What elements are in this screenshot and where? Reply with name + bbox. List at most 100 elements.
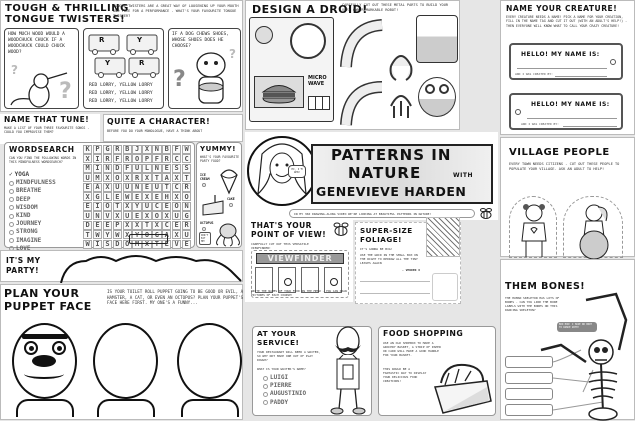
- yummy-option-octopus[interactable]: OCTOPUS: [200, 221, 214, 225]
- wordsearch-cell[interactable]: C: [172, 182, 182, 192]
- wordsearch-cell[interactable]: U: [122, 182, 132, 192]
- yummy-option-cake[interactable]: CAKE: [227, 197, 235, 201]
- waiter-option[interactable]: AUGUSTINIO: [263, 390, 306, 398]
- wordsearch-cell[interactable]: E: [162, 239, 172, 249]
- wordsearch-cell[interactable]: H: [162, 192, 172, 202]
- wordsearch-cell[interactable]: X: [83, 154, 93, 164]
- wordsearch-cell[interactable]: U: [181, 230, 192, 240]
- wordsearch-cell[interactable]: M: [132, 239, 142, 249]
- word-item[interactable]: DEEP: [9, 196, 56, 204]
- wordsearch-cell[interactable]: Y: [102, 230, 113, 240]
- foliage-drawing-line[interactable]: [360, 281, 430, 282]
- wordsearch-cell[interactable]: A: [162, 173, 172, 183]
- wordsearch-cell[interactable]: A: [92, 182, 103, 192]
- villager-cutout-1[interactable]: [509, 196, 557, 258]
- wordsearch-cell[interactable]: O: [132, 154, 142, 164]
- wordsearch-cell[interactable]: I: [92, 201, 103, 211]
- wordsearch-cell[interactable]: F: [122, 163, 132, 173]
- wordsearch-cell[interactable]: K: [83, 145, 93, 154]
- wordsearch-cell[interactable]: I: [92, 163, 103, 173]
- wordsearch-cell[interactable]: G: [92, 192, 103, 202]
- wordsearch-cell[interactable]: O: [172, 201, 182, 211]
- bone-label-box[interactable]: [505, 404, 553, 416]
- wordsearch-cell[interactable]: D: [112, 163, 122, 173]
- name-line[interactable]: [527, 118, 617, 119]
- wordsearch-cell[interactable]: R: [112, 145, 122, 154]
- wordsearch-cell[interactable]: E: [132, 192, 142, 202]
- viewfinder-cutout[interactable]: VIEWFINDER: [251, 250, 349, 298]
- wordsearch-cell[interactable]: Y: [132, 201, 142, 211]
- wordsearch-cell[interactable]: P: [142, 154, 152, 164]
- wordsearch-cell[interactable]: N: [132, 182, 142, 192]
- word-item[interactable]: MINDFULNESS: [9, 179, 56, 187]
- wordsearch-cell[interactable]: X: [152, 220, 162, 230]
- radio-icon[interactable]: [229, 203, 233, 207]
- word-item[interactable]: KIND: [9, 212, 56, 220]
- wordsearch-cell[interactable]: D: [112, 239, 122, 249]
- wordsearch-cell[interactable]: E: [112, 192, 122, 202]
- wordsearch-cell[interactable]: R: [162, 154, 172, 164]
- word-item[interactable]: IMAGINE: [9, 237, 56, 245]
- wordsearch-cell[interactable]: M: [92, 173, 103, 183]
- word-item[interactable]: STRONG: [9, 228, 56, 236]
- wordsearch-cell[interactable]: J: [132, 145, 142, 154]
- wordsearch-cell[interactable]: L: [102, 192, 113, 202]
- foliage-drawing-box[interactable]: [432, 273, 458, 301]
- wordsearch-cell[interactable]: R: [102, 154, 113, 164]
- wordsearch-cell[interactable]: S: [172, 163, 182, 173]
- wordsearch-cell[interactable]: D: [83, 220, 93, 230]
- wordsearch-cell[interactable]: E: [142, 182, 152, 192]
- wordsearch-cell[interactable]: P: [92, 145, 103, 154]
- wordsearch-cell[interactable]: L: [142, 163, 152, 173]
- name-line[interactable]: [517, 68, 607, 69]
- puppet-face-blank-2[interactable]: [177, 323, 242, 399]
- word-item-yoga[interactable]: ✓YOGA: [9, 171, 30, 178]
- wordsearch-cell[interactable]: X: [172, 230, 182, 240]
- wordsearch-cell[interactable]: X: [142, 211, 152, 221]
- wordsearch-cell[interactable]: V: [102, 211, 113, 221]
- puppet-face-blank-1[interactable]: [93, 323, 158, 399]
- wordsearch-cell[interactable]: E: [162, 201, 172, 211]
- wordsearch-cell[interactable]: T: [83, 230, 93, 240]
- word-item[interactable]: BREATHE: [9, 187, 56, 195]
- wordsearch-cell[interactable]: N: [152, 145, 162, 154]
- wordsearch-cell[interactable]: X: [172, 173, 182, 183]
- wordsearch-cell[interactable]: C: [152, 201, 162, 211]
- radio-icon[interactable]: [202, 227, 206, 231]
- word-item[interactable]: WISDOM: [9, 204, 56, 212]
- wordsearch-cell[interactable]: X: [122, 220, 132, 230]
- wordsearch-cell[interactable]: X: [142, 145, 152, 154]
- wordsearch-cell[interactable]: B: [122, 145, 132, 154]
- created-by-line[interactable]: [563, 126, 617, 127]
- bone-label-box[interactable]: [505, 388, 553, 400]
- wordsearch-cell[interactable]: I: [92, 239, 103, 249]
- wordsearch-cell[interactable]: O: [122, 239, 132, 249]
- word-item[interactable]: JOURNEY: [9, 220, 56, 228]
- wordsearch-cell[interactable]: E: [132, 211, 142, 221]
- created-by-line[interactable]: [555, 76, 607, 77]
- wordsearch-cell[interactable]: X: [122, 201, 132, 211]
- yummy-option-ice-cream[interactable]: ICE CREAM: [200, 173, 210, 182]
- wordsearch-cell[interactable]: T: [112, 201, 122, 211]
- radio-icon[interactable]: [202, 183, 206, 187]
- wordsearch-cell[interactable]: I: [92, 154, 103, 164]
- wordsearch-cell[interactable]: X: [112, 211, 122, 221]
- wordsearch-cell[interactable]: B: [162, 145, 172, 154]
- wordsearch-cell[interactable]: E: [83, 182, 93, 192]
- wordsearch-cell[interactable]: U: [122, 211, 132, 221]
- wordsearch-cell[interactable]: T: [181, 173, 192, 183]
- wordsearch-cell[interactable]: S: [181, 163, 192, 173]
- wordsearch-cell[interactable]: N: [152, 163, 162, 173]
- waiter-option[interactable]: PADDY: [263, 399, 306, 407]
- wordsearch-cell[interactable]: O: [181, 192, 192, 202]
- wordsearch-cell[interactable]: W: [122, 192, 132, 202]
- foliage-drawing-line[interactable]: [360, 293, 430, 294]
- wordsearch-cell[interactable]: S: [102, 239, 113, 249]
- wordsearch-cell[interactable]: E: [83, 201, 93, 211]
- wordsearch-cell[interactable]: N: [92, 211, 103, 221]
- wordsearch-cell[interactable]: G: [181, 211, 192, 221]
- wordsearch-cell[interactable]: F: [152, 154, 162, 164]
- villager-cutout-2[interactable]: [563, 196, 623, 259]
- wordsearch-cell[interactable]: M: [83, 163, 93, 173]
